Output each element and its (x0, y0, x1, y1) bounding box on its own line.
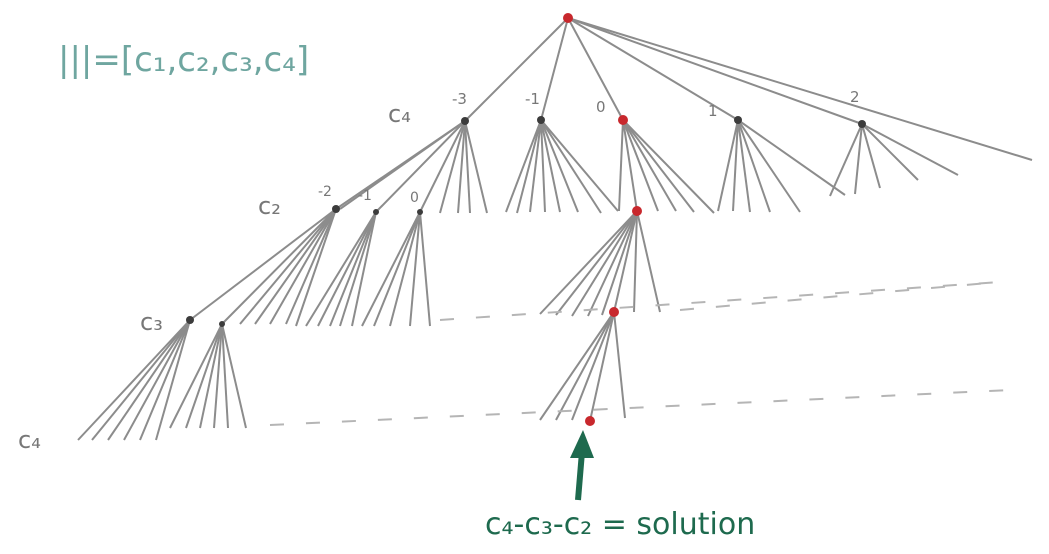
root-node (563, 13, 573, 23)
level2-label-1: -2 (318, 184, 332, 200)
level1-label-2: -1 (525, 90, 540, 108)
set-notation: |||=[c₁,c₂,c₃,c₄] (58, 40, 309, 80)
dashed-continuations (269, 281, 1011, 426)
solution-level3-node (609, 307, 619, 317)
row-label-2: c₂ (258, 192, 281, 220)
up-arrow-icon (570, 430, 594, 501)
solution-level4-node (585, 416, 595, 426)
row-label-1: c₄ (388, 100, 411, 128)
level2-label-3: 0 (410, 190, 419, 206)
solution-level1-node (618, 115, 628, 125)
level1-label-4: 1 (708, 102, 718, 120)
level1-label-3: 0 (596, 98, 606, 116)
level2-label-2: -1 (358, 188, 372, 204)
row-label-4: c₄ (18, 426, 41, 454)
row-label-3: c₃ (140, 308, 163, 336)
tree-edges (77, 17, 1033, 441)
solution-caption: c₄-c₃-c₂ = solution (485, 507, 755, 542)
level1-label-5: 2 (850, 88, 860, 106)
solution-path-nodes (563, 13, 642, 426)
level1-label-1: -3 (452, 90, 467, 108)
solution-level2-node (632, 206, 642, 216)
tree-nodes (186, 116, 866, 327)
